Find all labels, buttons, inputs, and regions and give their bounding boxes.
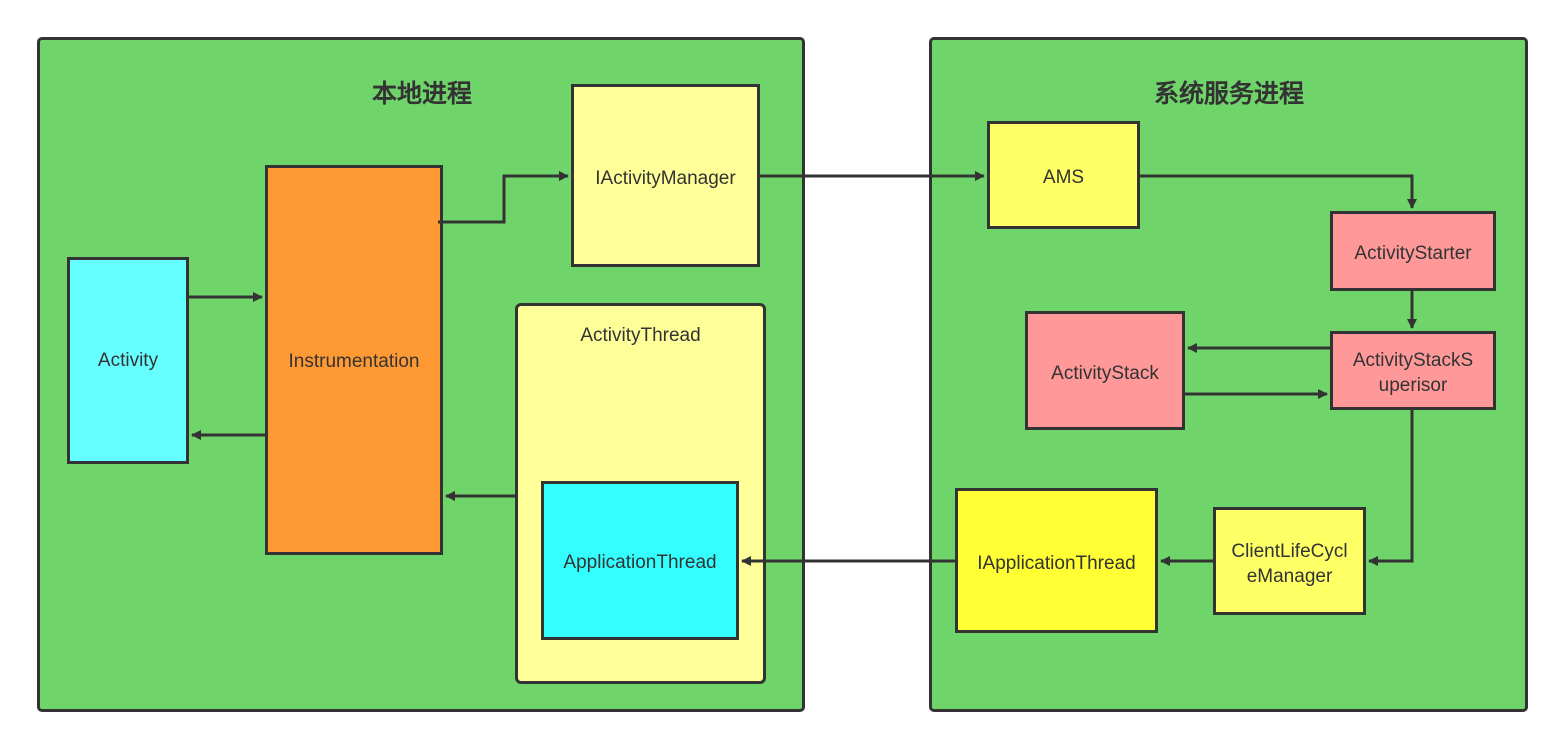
activity-starter-node (1330, 211, 1496, 291)
activity-stack-node (1025, 311, 1185, 430)
activity-label: Activity (97, 350, 159, 371)
instrumentation-node (265, 165, 443, 555)
iapplication-thread-label: IApplicationThread (977, 552, 1136, 574)
activity-stack-supervisor-node (1330, 331, 1496, 410)
application-thread-label: ApplicationThread (563, 551, 717, 573)
client-lifecycle-manager-node (1213, 507, 1366, 615)
ams-node (987, 121, 1140, 229)
system-service-process-title: 系统服务进程 (1153, 80, 1304, 108)
activity-thread-label: ActivityThread (580, 324, 701, 346)
activity-node (67, 257, 189, 464)
ams-label: AMS (1042, 166, 1085, 188)
client-lifecycle-manager-label: ClientLifeCycl eManager (1231, 540, 1348, 587)
iactivity-manager-label: IActivityManager (595, 167, 736, 189)
iapplication-thread-node (955, 488, 1158, 633)
activity-stack-supervisor-label: ActivityStackS uperisor (1352, 349, 1474, 396)
arrow-supervisor-to-clientlifecyclemanager (1368, 410, 1414, 566)
iactivity-manager-node (571, 84, 760, 267)
activity-starter-label: ActivityStarter (1354, 242, 1472, 264)
local-process-title: 本地进程 (371, 80, 472, 108)
application-thread-node (541, 481, 739, 640)
activity-stack-label: ActivityStack (1051, 362, 1159, 384)
arrow-ams-to-activitystarter (1140, 174, 1417, 209)
arrow-instrumentation-to-iactivitymanager (438, 171, 569, 224)
instrumentation-label: Instrumentation (288, 351, 420, 372)
